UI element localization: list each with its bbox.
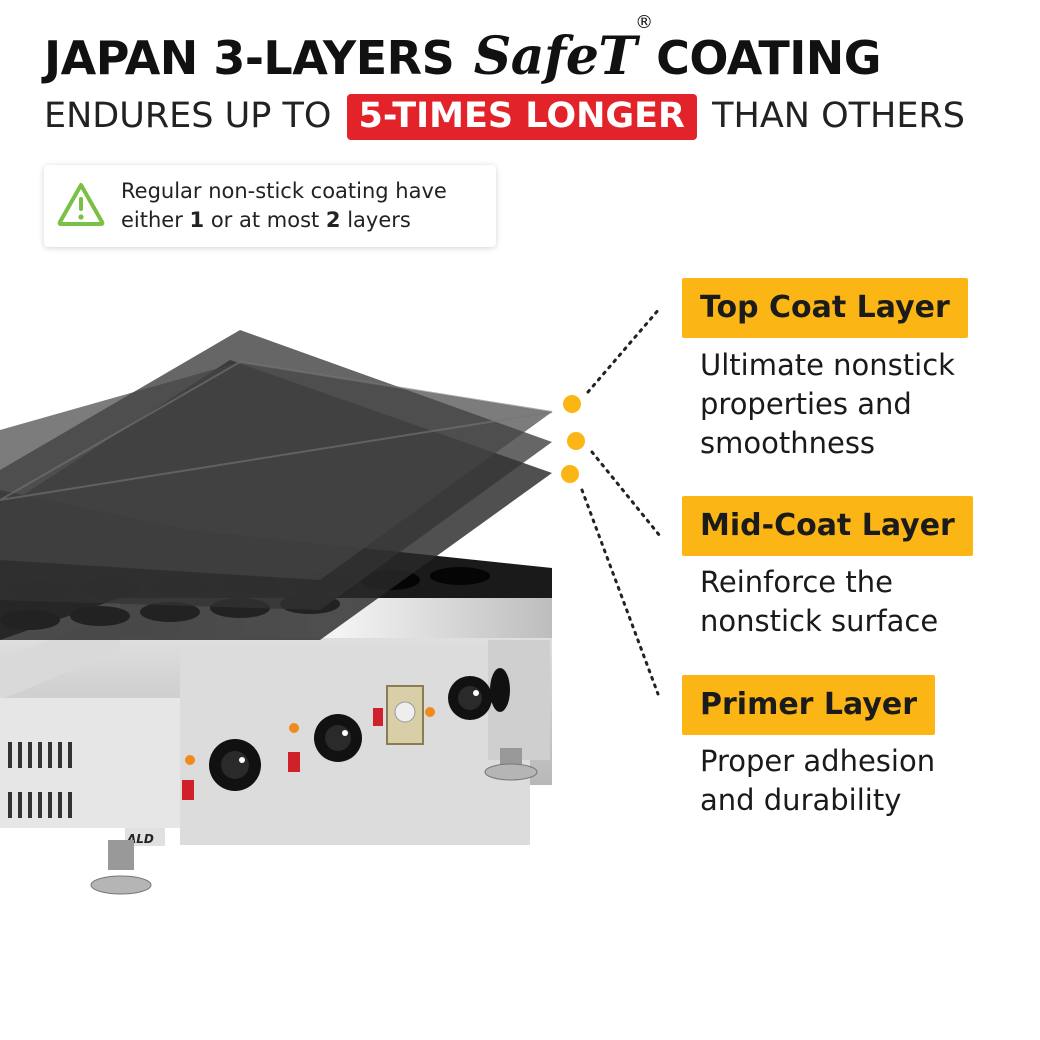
mid-coat-description: Reinforce the nonstick surface — [700, 565, 939, 638]
registered-mark: ® — [635, 12, 653, 33]
info-note-card: Regular non-stick coating have either 1 … — [44, 165, 496, 247]
subtitle-after: THAN OTHERS — [701, 96, 965, 136]
control-knob-2 — [314, 714, 362, 762]
subtitle-before: ENDURES UP TO — [44, 96, 343, 136]
brand-badge — [125, 828, 165, 846]
page-subtitle: ENDURES UP TO 5-TIMES LONGER THAN OTHERS — [44, 94, 965, 140]
note-line-1: Regular non-stick coating have — [121, 179, 447, 203]
primer-description: Proper adhesion and durability — [700, 744, 936, 817]
mid-coat-tag: Mid-Coat Layer — [682, 496, 973, 556]
leader-line-mid — [590, 450, 662, 538]
leader-line-top — [586, 306, 662, 394]
note-count-2: 2 — [325, 208, 341, 232]
warning-triangle-icon — [57, 183, 105, 226]
note-text: Regular non-stick coating have either 1 … — [121, 177, 491, 235]
note-count-1: 1 — [189, 208, 205, 232]
callout-dot-mid — [567, 432, 585, 450]
control-knob-1 — [209, 739, 261, 791]
top-coat-tag: Top Coat Layer — [682, 278, 968, 338]
machine-foot-right — [484, 748, 538, 781]
waffle-machine-illustration: ALD — [0, 306, 662, 895]
power-switch-1 — [182, 780, 194, 800]
callout-dot-primer — [561, 465, 579, 483]
primer-tag: Primer Layer — [682, 675, 936, 735]
page-title: JAPAN 3-LAYERS SafeT® COATING — [44, 12, 882, 87]
power-switch-2 — [288, 752, 300, 772]
control-knob-3 — [448, 676, 492, 720]
title-part-2: COATING — [640, 31, 882, 85]
vent-grille — [8, 742, 72, 818]
top-coat-description: Ultimate nonstick properties and smoothn… — [700, 348, 955, 460]
brand-logo-text: SafeT® — [473, 12, 653, 87]
note-line-2: either 1 or at most 2 layers — [121, 208, 411, 232]
machine-foot-left — [90, 840, 152, 895]
callout-dot-top — [563, 395, 581, 413]
title-part-1: JAPAN 3-LAYERS — [44, 31, 470, 85]
subtitle-highlight-badge: 5-TIMES LONGER — [346, 94, 697, 140]
top-coat-layer-sheet — [0, 362, 552, 580]
power-switch-3 — [373, 708, 383, 726]
